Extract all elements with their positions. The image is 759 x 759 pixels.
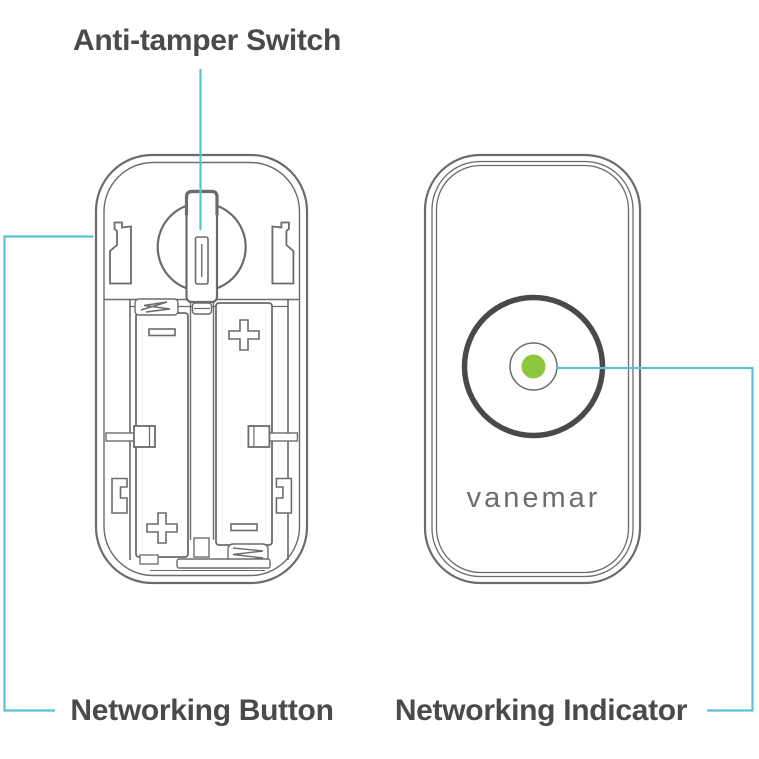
mount-hook-left [109, 221, 132, 285]
label-anti-tamper-switch: Anti-tamper Switch [73, 24, 341, 57]
bottom-plate [176, 558, 271, 569]
back-inner-shell [103, 161, 301, 577]
lower-hook-right [275, 477, 293, 514]
lower-hook-left [111, 477, 128, 514]
button-ring [461, 294, 606, 439]
bottom-tab [139, 554, 159, 565]
center-contact-top [191, 302, 213, 315]
leader-lines [3, 69, 754, 712]
battery-spring-top [134, 298, 179, 316]
label-networking-button: Networking Button [70, 694, 334, 727]
battery-left-plus [146, 512, 178, 544]
battery-right-minus [230, 523, 258, 532]
leader-networking-indicator [556, 366, 754, 712]
mount-hook-right [271, 221, 295, 285]
leader-networking-button [3, 235, 94, 712]
battery-right-plus [228, 319, 260, 351]
battery-left-minus [148, 328, 176, 337]
brand-logo: vanemar [466, 482, 601, 514]
battery-clip-left [105, 425, 156, 448]
networking-indicator-led [521, 354, 546, 379]
center-contact-bottom [193, 537, 210, 558]
label-networking-indicator: Networking Indicator [394, 694, 688, 727]
doorbell-back-view [94, 153, 309, 585]
battery-right [215, 302, 273, 546]
anti-tamper-switch [184, 189, 219, 304]
battery-clip-right [247, 425, 299, 448]
